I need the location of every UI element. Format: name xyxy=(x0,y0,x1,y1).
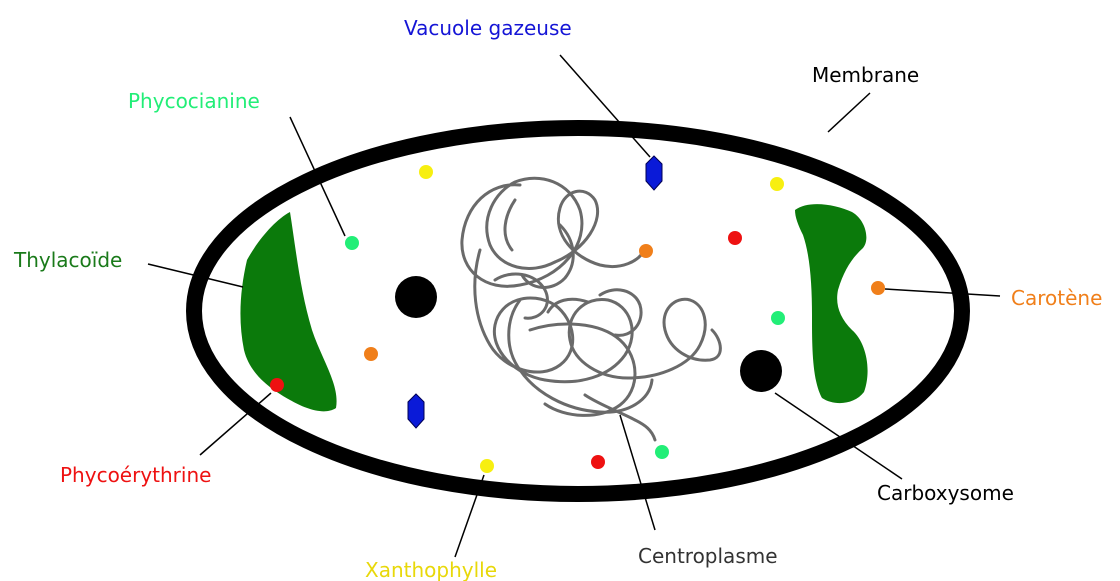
carboxysome-right xyxy=(740,350,782,392)
phycoerythrin-granule xyxy=(270,378,284,392)
phycocyanin-granule xyxy=(771,311,785,325)
xanthophyll-granule xyxy=(419,165,433,179)
phycocyanin-granule xyxy=(655,445,669,459)
carotene-granule xyxy=(639,244,653,258)
carotene-granule xyxy=(871,281,885,295)
phycoerythrin-granule xyxy=(591,455,605,469)
carboxysome-left xyxy=(395,276,437,318)
phycocyanin-granule xyxy=(345,236,359,250)
carotene-granule xyxy=(364,347,378,361)
label-thylacoide: Thylacoïde xyxy=(13,248,122,272)
label-phycocianine: Phycocianine xyxy=(128,89,260,113)
label-phycoerythrine: Phycoérythrine xyxy=(60,463,211,487)
label-xanthophylle: Xanthophylle xyxy=(365,558,497,581)
phycoerythrin-granule xyxy=(728,231,742,245)
label-carboxysome: Carboxysome xyxy=(877,481,1014,505)
xanthophyll-granule xyxy=(770,177,784,191)
label-carotene: Carotène xyxy=(1011,286,1102,310)
xanthophyll-granule xyxy=(480,459,494,473)
label-centroplasme: Centroplasme xyxy=(638,544,778,568)
label-vacuole-gazeuse: Vacuole gazeuse xyxy=(404,16,572,40)
label-membrane: Membrane xyxy=(812,63,919,87)
leader-membrane xyxy=(828,93,870,132)
